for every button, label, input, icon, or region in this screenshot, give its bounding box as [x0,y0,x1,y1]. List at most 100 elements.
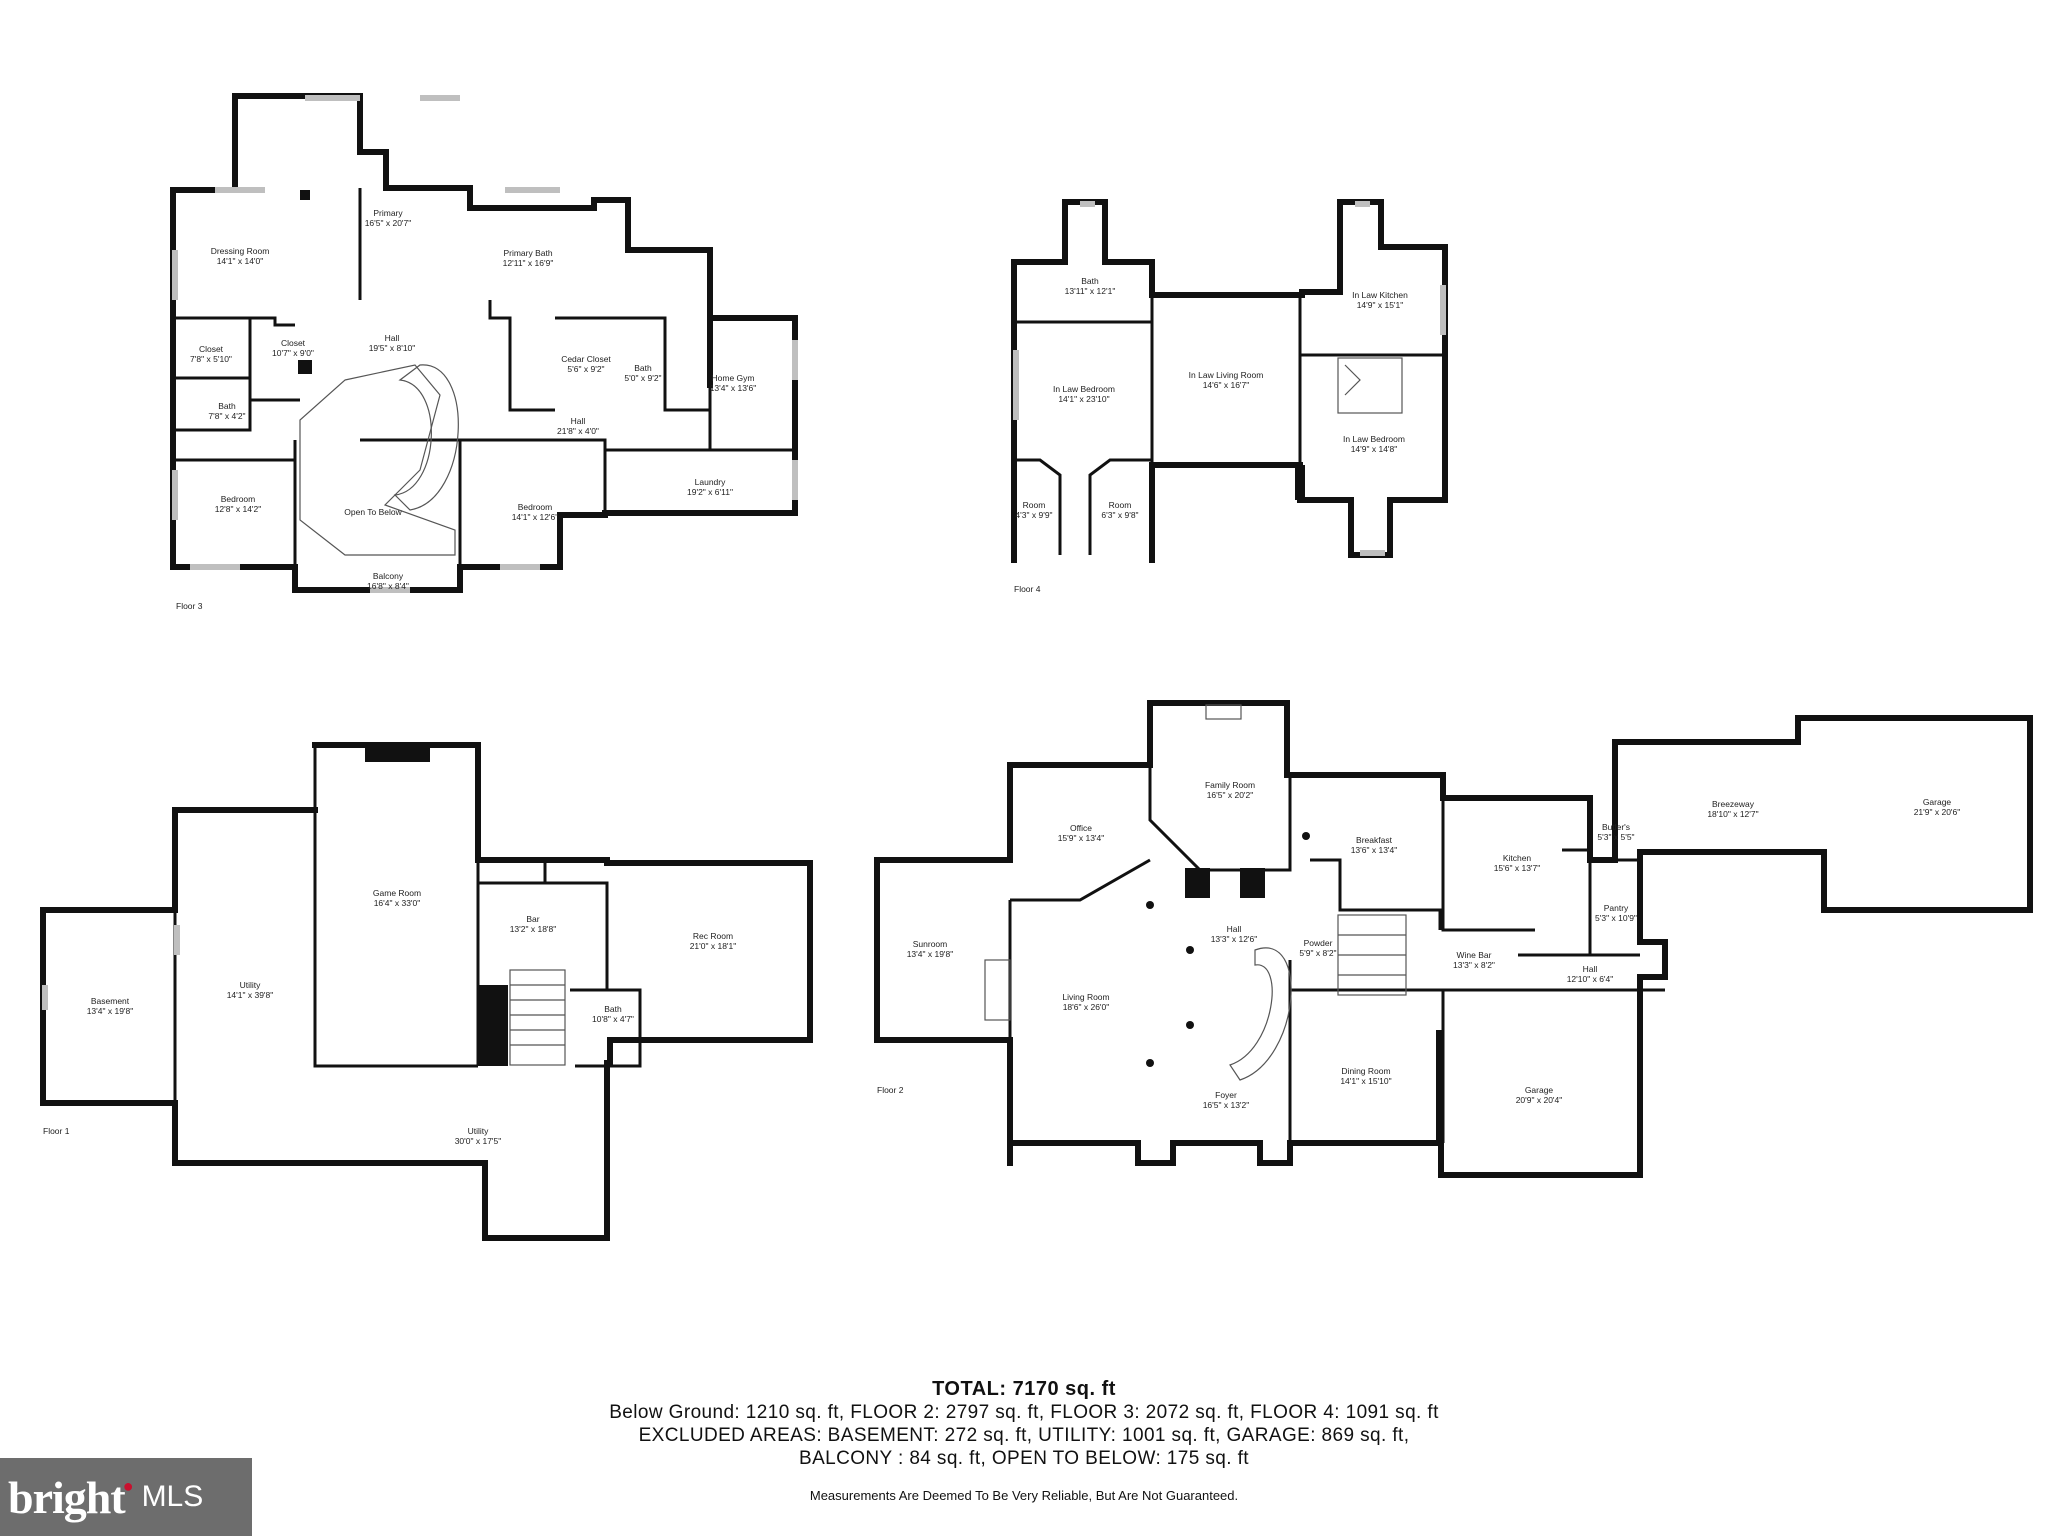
room-room-2-name: Room [1109,500,1132,510]
room-bath-dims: 13'11" x 12'1" [1065,286,1116,296]
room-game-room-name: Game Room [373,888,421,898]
room-closet-dims: 7'8" x 5'10" [190,354,232,364]
room-basement-dims: 13'4" x 19'8" [87,1006,134,1016]
room-hall-2-name: Hall [1583,964,1598,974]
room-foyer-name: Foyer [1215,1090,1237,1100]
room-hall-2-dims: 12'10" x 6'4" [1567,974,1614,984]
room-breezeway-dims: 18'10" x 12'7" [1707,809,1758,819]
room-utility-2-dims: 30'0" x 17'5" [455,1136,502,1146]
room-in-law-living-room-name: In Law Living Room [1189,370,1264,380]
logo-dot-icon: ● [122,1475,134,1496]
floor-2-label: Floor 2 [877,1085,904,1095]
room-bath-dims: 10'8" x 4'7" [592,1014,634,1024]
room-hall-2-name: Hall [571,416,586,426]
room-powder-dims: 5'9" x 8'2" [1299,948,1336,958]
room-dressing-room-name: Dressing Room [211,246,270,256]
room-closet-2-name: Closet [281,338,306,348]
room-primary-bath-name: Primary Bath [503,248,552,258]
room-laundry-name: Laundry [695,477,726,487]
room-bar-name: Bar [526,914,539,924]
room-in-law-kitchen-dims: 14'9" x 15'1" [1357,300,1404,310]
room-open-to-below-name: Open To Below [344,507,402,517]
disclaimer: Measurements Are Deemed To Be Very Relia… [809,1488,1239,1503]
room-kitchen-dims: 15'6" x 13'7" [1494,863,1541,873]
room-basement-name: Basement [91,996,130,1006]
room-bath-name: Bath [1081,276,1099,286]
excluded-areas: EXCLUDED AREAS: BASEMENT: 272 sq. ft, UT… [638,1425,1410,1446]
floor-1-label: Floor 1 [43,1126,70,1136]
room-primary-dims: 16'5" x 20'7" [365,218,412,228]
room-wine-bar-dims: 13'3" x 8'2" [1453,960,1495,970]
room-sunroom-dims: 13'4" x 19'8" [907,949,954,959]
room-hall-dims: 19'5" x 8'10" [369,343,416,353]
room-home-gym-dims: 13'4" x 13'6" [710,383,757,393]
floor-4-label: Floor 4 [1014,584,1041,594]
room-bedroom-2-name: Bedroom [518,502,553,512]
room-garage-name: Garage [1923,797,1952,807]
floor-3-plan: Primary 16'5" x 20'7" Dressing Room 14'1… [170,93,798,611]
room-in-law-living-room-dims: 14'6" x 16'7" [1203,380,1250,390]
room-hall-2-dims: 21'8" x 4'0" [557,426,599,436]
room-in-law-bedroom-2-dims: 14'9" x 14'8" [1351,444,1398,454]
logo-brand: bright [8,1471,126,1523]
room-primary-bath-dims: 12'11" x 16'9" [503,258,554,268]
room-closet-2-dims: 10'7" x 9'0" [272,348,314,358]
room-in-law-bedroom-dims: 14'1" x 23'10" [1058,394,1109,404]
room-in-law-kitchen-name: In Law Kitchen [1352,290,1408,300]
room-foyer-dims: 16'5" x 13'2" [1203,1100,1250,1110]
room-bedroom-dims: 12'8" x 14'2" [215,504,262,514]
room-pantry-dims: 5'3" x 10'9" [1595,913,1637,923]
room-living-room-name: Living Room [1062,992,1109,1002]
room-cedar-closet-name: Cedar Closet [561,354,611,364]
room-dining-room-name: Dining Room [1341,1066,1390,1076]
room-garage-2-name: Garage [1525,1085,1554,1095]
room-cedar-closet-dims: 5'6" x 9'2" [567,364,604,374]
room-garage-2-dims: 20'9" x 20'4" [1516,1095,1563,1105]
bright-mls-logo: bright ● MLS [0,1458,252,1536]
room-hall-name: Hall [385,333,400,343]
floor-4-plan: Bath 13'11" x 12'1" In Law Kitchen 14'9"… [1011,199,1448,594]
room-hall-dims: 13'3" x 12'6" [1211,934,1258,944]
room-butlers-dims: 5'3" x 5'5" [1597,832,1634,842]
room-bedroom-name: Bedroom [221,494,256,504]
floor-2-plan: Family Room 16'5" x 20'2" Office 15'9" x… [874,700,2033,1178]
room-game-room-dims: 16'4" x 33'0" [374,898,421,908]
room-powder-name: Powder [1304,938,1333,948]
room-balcony-name: Balcony [373,571,404,581]
room-garage-dims: 21'9" x 20'6" [1914,807,1961,817]
room-breezeway-name: Breezeway [1712,799,1755,809]
floor-3-label: Floor 3 [176,601,203,611]
room-laundry-dims: 19'2" x 6'11" [687,487,733,497]
room-family-room-name: Family Room [1205,780,1255,790]
room-dining-room-dims: 14'1" x 15'10" [1340,1076,1391,1086]
room-bedroom-2-dims: 14'1" x 12'6" [512,512,559,522]
room-utility-2-name: Utility [468,1126,490,1136]
total-area: TOTAL: 7170 sq. ft [932,1378,1116,1400]
room-dressing-room-dims: 14'1" x 14'0" [217,256,264,266]
room-office-name: Office [1070,823,1092,833]
area-breakdown: Below Ground: 1210 sq. ft, FLOOR 2: 2797… [609,1402,1439,1423]
room-bar-dims: 13'2" x 18'8" [510,924,557,934]
room-utility-name: Utility [240,980,262,990]
room-room-name: Room [1023,500,1046,510]
room-balcony-dims: 16'8" x 8'4" [367,581,409,591]
room-living-room-dims: 18'6" x 26'0" [1063,1002,1110,1012]
logo-suffix: MLS [141,1480,204,1513]
room-rec-room-dims: 21'0" x 18'1" [690,941,737,951]
room-rec-room-name: Rec Room [693,931,733,941]
room-in-law-bedroom-name: In Law Bedroom [1053,384,1115,394]
room-bath-2-name: Bath [218,401,236,411]
room-butlers-name: Butler's [1602,822,1630,832]
room-room-2-dims: 6'3" x 9'8" [1101,510,1138,520]
room-family-room-dims: 16'5" x 20'2" [1207,790,1254,800]
room-hall-name: Hall [1227,924,1242,934]
room-sunroom-name: Sunroom [913,939,948,949]
room-pantry-name: Pantry [1604,903,1629,913]
room-kitchen-name: Kitchen [1503,853,1532,863]
room-bath-2-dims: 7'8" x 4'2" [208,411,245,421]
room-utility-dims: 14'1" x 39'8" [227,990,274,1000]
room-in-law-bedroom-2-name: In Law Bedroom [1343,434,1405,444]
room-breakfast-dims: 13'6" x 13'4" [1351,845,1398,855]
room-closet-name: Closet [199,344,224,354]
room-home-gym-name: Home Gym [712,373,755,383]
